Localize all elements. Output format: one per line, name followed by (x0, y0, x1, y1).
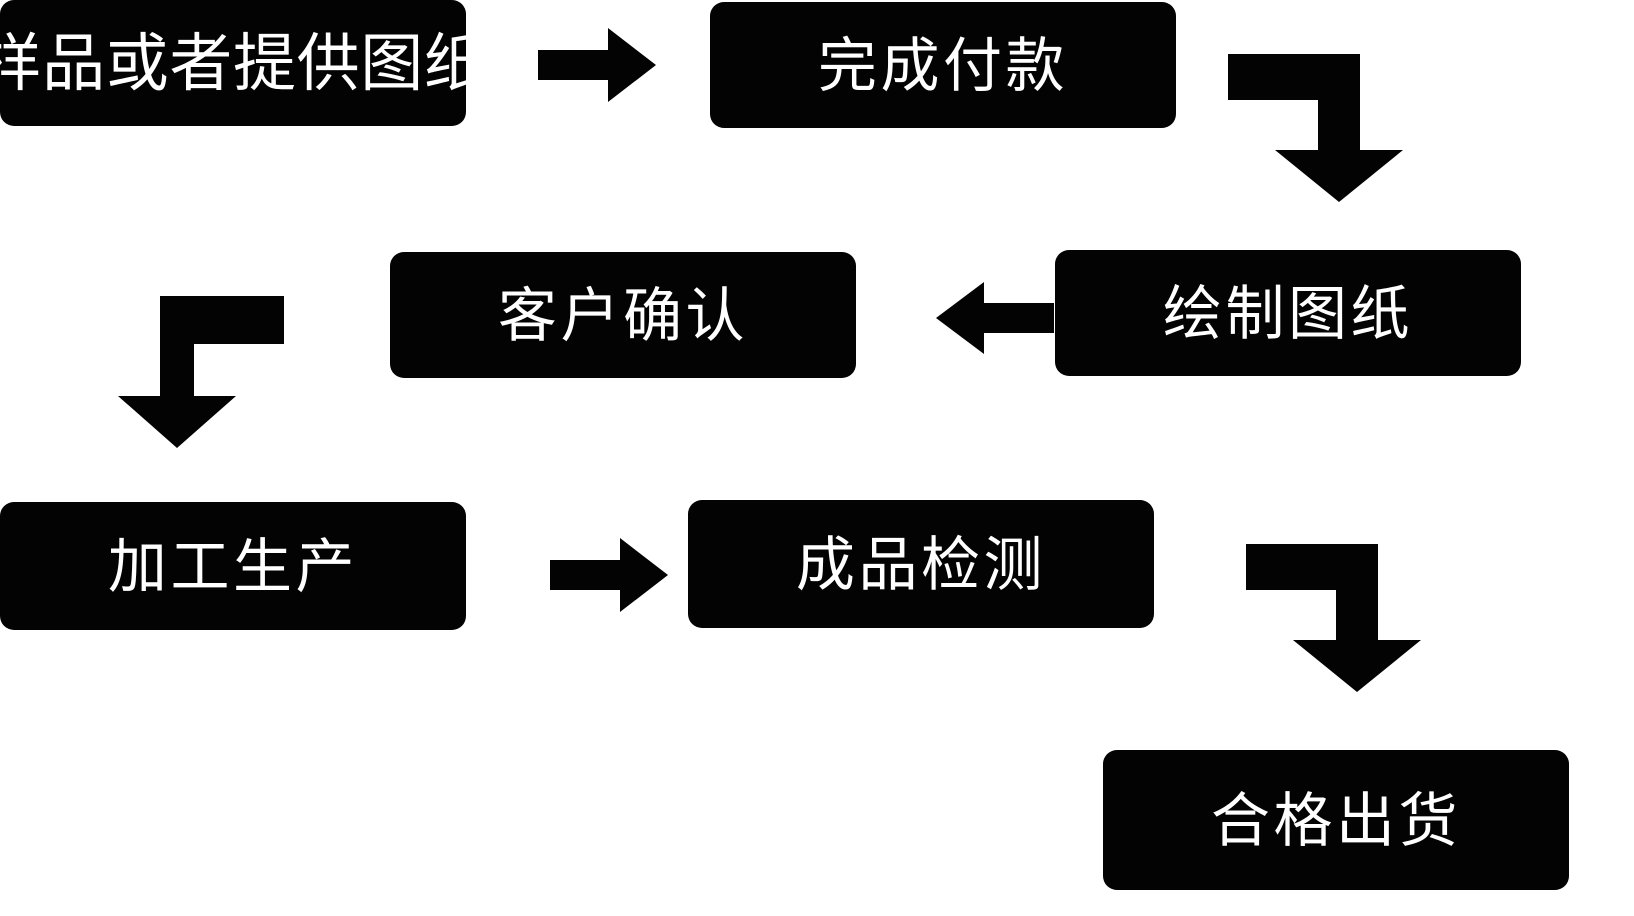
process-node-qualified-shipment[interactable]: 合格出货 (1103, 750, 1569, 890)
arrow-elbow-right-down-icon (1228, 54, 1403, 202)
node-label: 成品检测 (795, 529, 1047, 599)
arrow-elbow-left-down-icon (118, 296, 284, 448)
process-node-production[interactable]: 加工生产 (0, 502, 466, 630)
arrow-drawing-to-confirm (936, 282, 1054, 354)
arrow-elbow-right-down-icon (1246, 544, 1421, 692)
arrow-sample-to-payment (538, 28, 656, 102)
arrow-production-to-inspection (550, 538, 668, 612)
node-label: 样品或者提供图纸 (0, 26, 488, 100)
process-node-sample-or-drawing[interactable]: 样品或者提供图纸 (0, 0, 487, 126)
node-label: 合格出货 (1210, 785, 1462, 855)
arrow-confirm-to-production (116, 292, 284, 448)
process-node-customer-confirm[interactable]: 客户确认 (390, 252, 856, 378)
node-label: 完成付款 (817, 30, 1069, 100)
arrow-right-icon (538, 28, 656, 102)
arrow-left-icon (936, 282, 1054, 354)
arrow-payment-to-drawing (1228, 42, 1403, 202)
node-label: 绘制图纸 (1162, 278, 1414, 348)
node-label: 加工生产 (107, 531, 359, 601)
arrow-right-icon (550, 538, 668, 612)
process-node-draw-drawings[interactable]: 绘制图纸 (1055, 250, 1521, 376)
node-label: 客户确认 (497, 280, 749, 350)
process-node-finished-inspection[interactable]: 成品检测 (688, 500, 1154, 628)
process-node-complete-payment[interactable]: 完成付款 (710, 2, 1176, 128)
arrow-inspection-to-shipment (1246, 532, 1421, 692)
